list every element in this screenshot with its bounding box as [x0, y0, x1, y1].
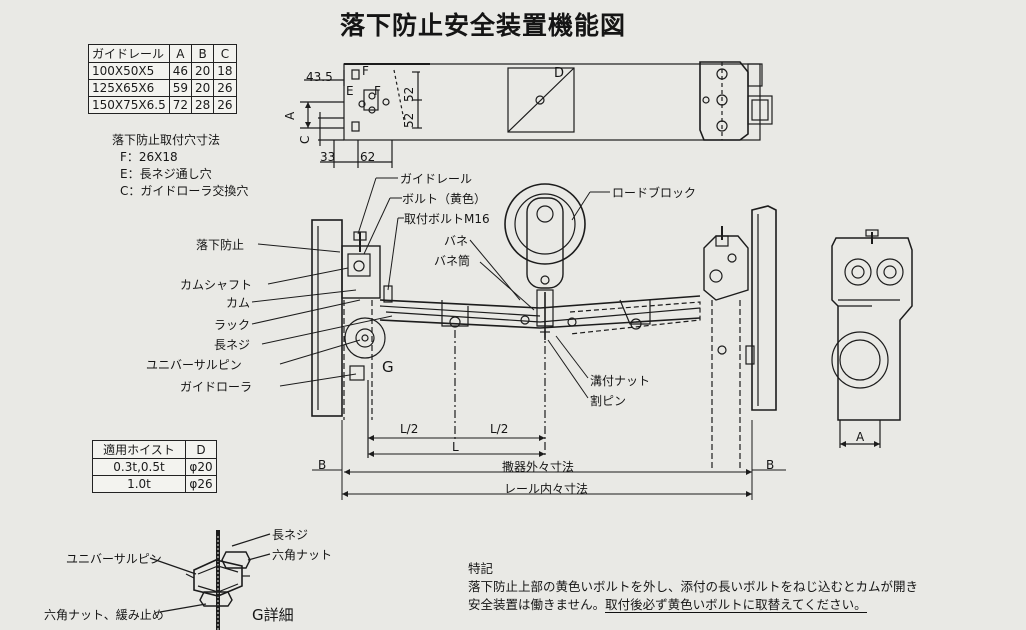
table-cell: 20	[190, 79, 215, 97]
dim-33: 33	[320, 150, 336, 164]
notes-block: 特記 落下防止上部の黄色いボルトを外し、添付の長いボルトをねじ込むとカムが開き …	[468, 560, 918, 614]
mount-hole-list: 落下防止取付穴寸法 F：26X18 E：長ネジ通し穴 C：ガイドローラ交換穴	[112, 132, 248, 200]
side-view-drawing	[831, 229, 913, 448]
table-header: C	[213, 44, 237, 63]
page-title: 落下防止安全装置機能図	[340, 11, 627, 40]
dim-43-5: 43.5	[306, 70, 333, 84]
table-row: 150X75X6.5 72 28 26	[88, 96, 237, 114]
label-spring-tube: バネ筒	[434, 254, 471, 268]
mount-hole-item: C：ガイドローラ交換穴	[120, 184, 249, 198]
dim-62: 62	[360, 150, 376, 164]
table-cell: 0.3t,0.5t	[92, 458, 186, 476]
label-grooved-nut: 溝付ナット	[590, 374, 651, 388]
table-cell: 20	[190, 62, 215, 80]
table-row: 125X65X6 59 20 26	[88, 79, 237, 97]
mount-hole-item: F：26X18	[120, 150, 178, 164]
label-cam-shaft: カムシャフト	[180, 278, 253, 292]
guide-rail-table: ガイドレール A B C 100X50X5 46 20 18 125X65X6 …	[88, 44, 237, 114]
table-cell: 18	[213, 62, 237, 80]
table-cell: 26	[213, 79, 237, 97]
notes-line-2: 安全装置は働きません。取付後必ず黄色いボルトに取替えてください。	[468, 596, 918, 614]
table-cell: 46	[168, 62, 192, 80]
label-cam: カム	[226, 296, 251, 310]
g-detail-drawing	[149, 530, 271, 630]
label-guide-rail: ガイドレール	[400, 172, 473, 186]
dim-letter-d: D	[554, 66, 565, 81]
detail-label-hex-nut-lock: 六角ナット、緩み止め	[44, 608, 164, 622]
label-universal-pin: ユニバーサルピン	[146, 358, 242, 372]
table-cell: 150X75X6.5	[88, 96, 170, 114]
table-cell: 28	[190, 96, 215, 114]
detail-label-universal-pin: ユニバーサルピン	[66, 552, 162, 566]
detail-title: G詳細	[252, 606, 294, 624]
mount-hole-item: E：長ネジ通し穴	[120, 167, 212, 181]
dim-letter-e: E	[346, 84, 354, 98]
table-header-row: 適用ホイスト D	[92, 440, 217, 459]
dim-letter-f-right: F	[374, 84, 381, 98]
table-header: 適用ホイスト	[92, 440, 186, 459]
label-g-marker: G	[382, 358, 394, 376]
notes-line-2a: 安全装置は働きません。	[468, 597, 606, 612]
label-split-pin: 割ピン	[590, 394, 627, 408]
table-cell: 1.0t	[92, 475, 186, 493]
dim-outer-width: 撒器外々寸法	[502, 460, 575, 474]
table-cell: 26	[213, 96, 237, 114]
table-cell: φ26	[185, 475, 217, 493]
table-cell: 125X65X6	[88, 79, 170, 97]
notes-line-1: 落下防止上部の黄色いボルトを外し、添付の長いボルトをねじ込むとカムが開き	[468, 579, 919, 594]
dim-52-lower: 52	[402, 112, 416, 128]
label-rack: ラック	[214, 318, 251, 332]
leader-lines	[251, 177, 610, 399]
detail-label-long-screw: 長ネジ	[272, 528, 309, 542]
label-guide-roller: ガイドローラ	[180, 380, 253, 394]
hoist-table: 適用ホイスト D 0.3t,0.5t φ20 1.0t φ26	[92, 440, 217, 493]
notes-heading: 特記	[468, 561, 494, 576]
table-header-row: ガイドレール A B C	[88, 44, 237, 63]
dim-b-right: B	[766, 458, 775, 472]
table-cell: φ20	[185, 458, 217, 476]
mount-hole-heading: 落下防止取付穴寸法	[112, 133, 221, 147]
table-row: 0.3t,0.5t φ20	[92, 458, 217, 476]
table-cell: 72	[168, 96, 192, 114]
label-mount-bolt: 取付ボルトM16	[404, 212, 490, 226]
dim-half-l-right: L/2	[490, 422, 509, 436]
side-dim-a: A	[856, 430, 865, 444]
table-cell: 59	[168, 79, 192, 97]
top-view-drawing	[300, 61, 773, 168]
label-fall-stop: 落下防止	[196, 238, 245, 252]
dim-letter-f-top: F	[362, 64, 369, 78]
dim-letter-c: C	[298, 135, 312, 144]
label-spring: バネ	[444, 234, 469, 248]
table-row: 100X50X5 46 20 18	[88, 62, 237, 80]
label-long-screw: 長ネジ	[214, 338, 251, 352]
table-header: D	[185, 440, 217, 459]
notes-line-2b: 取付後必ず黄色いボルトに取替えてください。	[605, 597, 867, 613]
label-load-block: ロードブロック	[612, 186, 697, 200]
dim-inner-width: レール内々寸法	[504, 482, 589, 496]
table-header: B	[190, 44, 215, 63]
dim-half-l-left: L/2	[400, 422, 419, 436]
table-cell: 100X50X5	[88, 62, 170, 80]
table-header: A	[168, 44, 192, 63]
dim-52-upper: 52	[402, 86, 416, 102]
label-bolt-yellow: ボルト（黄色）	[402, 192, 487, 206]
dim-b-left: B	[318, 458, 327, 472]
table-row: 1.0t φ26	[92, 475, 217, 493]
detail-label-hex-nut: 六角ナット	[272, 548, 333, 562]
main-dimension-lines	[312, 420, 786, 500]
dim-l: L	[452, 440, 459, 454]
main-front-view-drawing	[311, 183, 777, 470]
dim-letter-a: A	[283, 111, 297, 120]
table-header: ガイドレール	[88, 44, 170, 63]
